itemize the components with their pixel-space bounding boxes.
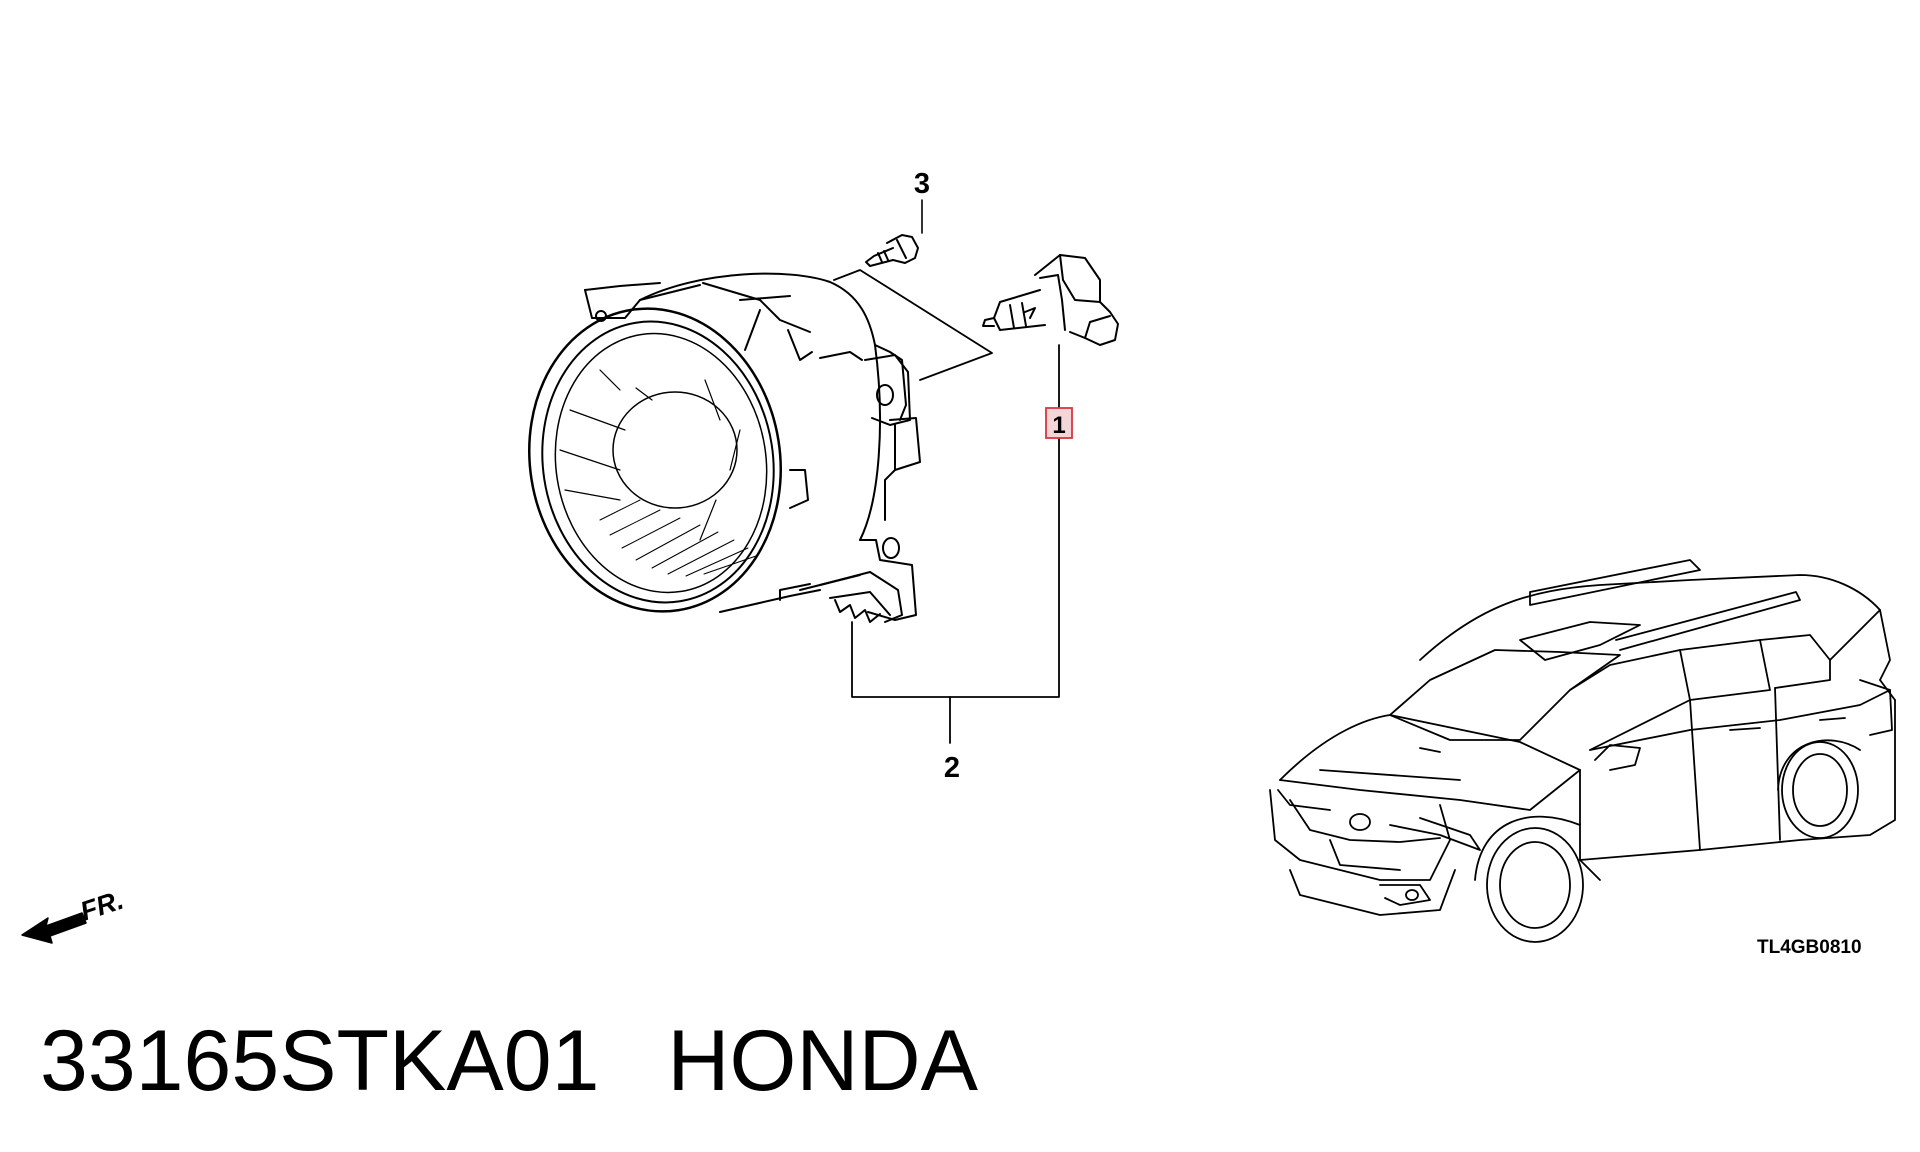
- callout-bulb-highlight[interactable]: [1045, 407, 1073, 439]
- leader-lines: [833, 269, 1060, 744]
- screw[interactable]: [865, 234, 919, 267]
- brand-name: HONDA: [667, 1013, 978, 1109]
- diagram-code: TL4GB0810: [1757, 937, 1862, 958]
- callout-bulb: 1: [1052, 412, 1065, 439]
- part-number: 33165STKA01: [40, 1013, 600, 1109]
- front-direction-label: FR.: [77, 885, 128, 927]
- callout-screw: 3: [914, 168, 930, 200]
- fog-light-bulb[interactable]: [982, 254, 1119, 346]
- fog-light-housing[interactable]: [584, 272, 921, 623]
- front-direction-arrow-icon: [21, 912, 87, 944]
- callout-fog-light-unit: 2: [944, 752, 960, 784]
- fog-light-lens: [528, 307, 782, 613]
- vehicle-location-illustration: [1269, 559, 1896, 943]
